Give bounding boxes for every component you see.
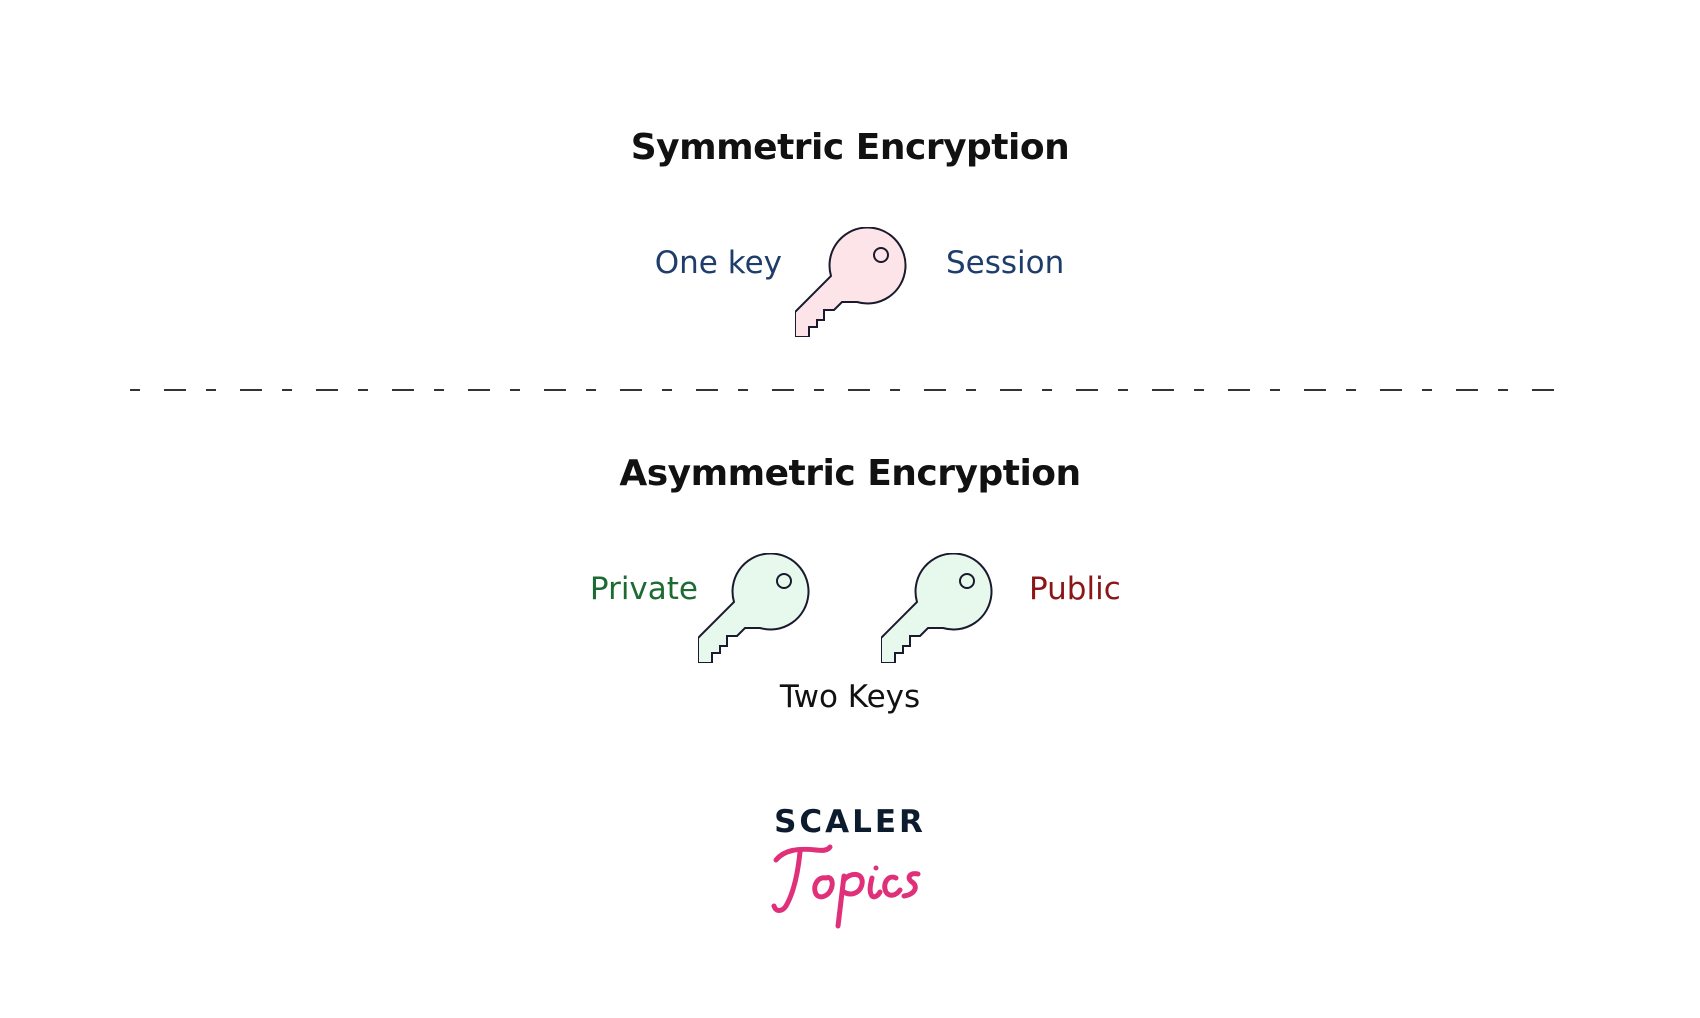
- key-shape: [698, 553, 810, 663]
- key-hole: [873, 247, 889, 263]
- symmetric-key-icon: [795, 227, 907, 337]
- asymmetric-encryption-title: Asymmetric Encryption: [619, 453, 1081, 494]
- key-hole: [959, 573, 975, 589]
- logo-scaler-text: SCALER: [774, 804, 926, 840]
- session-label: Session: [946, 245, 1065, 281]
- public-key-icon: [881, 553, 993, 663]
- key-shape: [795, 227, 907, 337]
- public-label: Public: [1029, 571, 1121, 607]
- one-key-label: One key: [654, 245, 782, 281]
- key-hole: [776, 573, 792, 589]
- scaler-topics-logo: SCALER: [770, 800, 930, 930]
- symmetric-encryption-title: Symmetric Encryption: [630, 127, 1070, 168]
- two-keys-caption: Two Keys: [779, 679, 921, 715]
- private-label: Private: [589, 571, 698, 607]
- private-key-icon: [698, 553, 810, 663]
- section-divider: [130, 389, 1570, 391]
- logo-topics-script: [771, 844, 921, 929]
- key-shape: [881, 553, 993, 663]
